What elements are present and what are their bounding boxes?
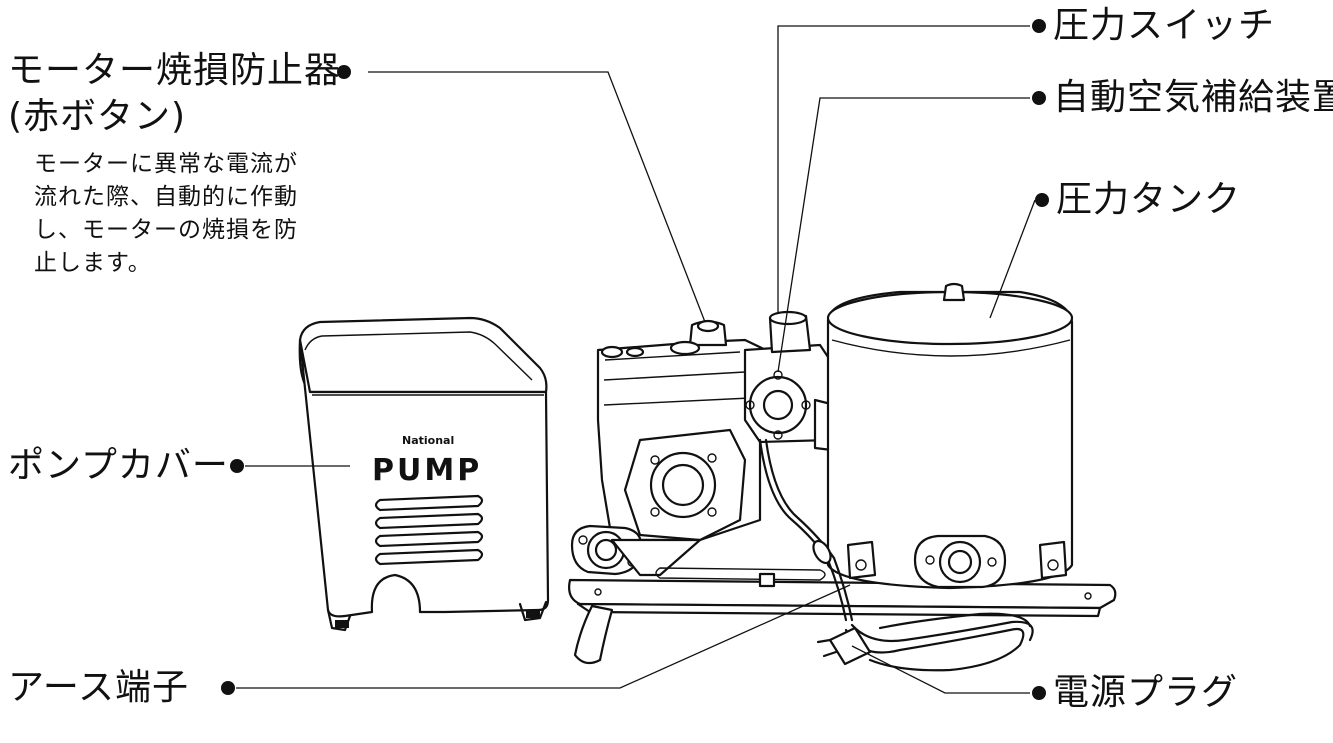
label-pressure-switch: 圧力スイッチ [1053,5,1276,46]
desc-line-1: モーターに異常な電流が [34,151,298,177]
label-power-plug: 電源プラグ [1053,672,1239,713]
label-motor-protector-sub: (赤ボタン) [8,96,187,137]
label-earth-terminal: アース端子 [8,667,190,708]
desc-line-2: 流れた際、自動的に作動 [34,184,298,210]
label-air-supply: 自動空気補給装置 [1053,77,1333,118]
label-pressure-tank: 圧力タンク [1056,179,1242,220]
pump-body-drawing [570,310,837,577]
desc-line-3: し、モーターの焼損を防 [34,217,298,243]
cover-brand-small: National [402,434,454,447]
cover-brand-big: PUMP [372,453,482,488]
label-motor-protector: モーター焼損防止器 [8,50,342,91]
pump-cover-drawing: National PUMP [298,316,550,632]
leader-lines [236,25,1036,694]
cable-drawing [758,438,1034,672]
label-dots [221,19,1049,700]
pressure-tank-drawing [826,282,1074,590]
label-pump-cover: ポンプカバー [8,445,229,486]
desc-line-4: 止します。 [34,250,152,276]
